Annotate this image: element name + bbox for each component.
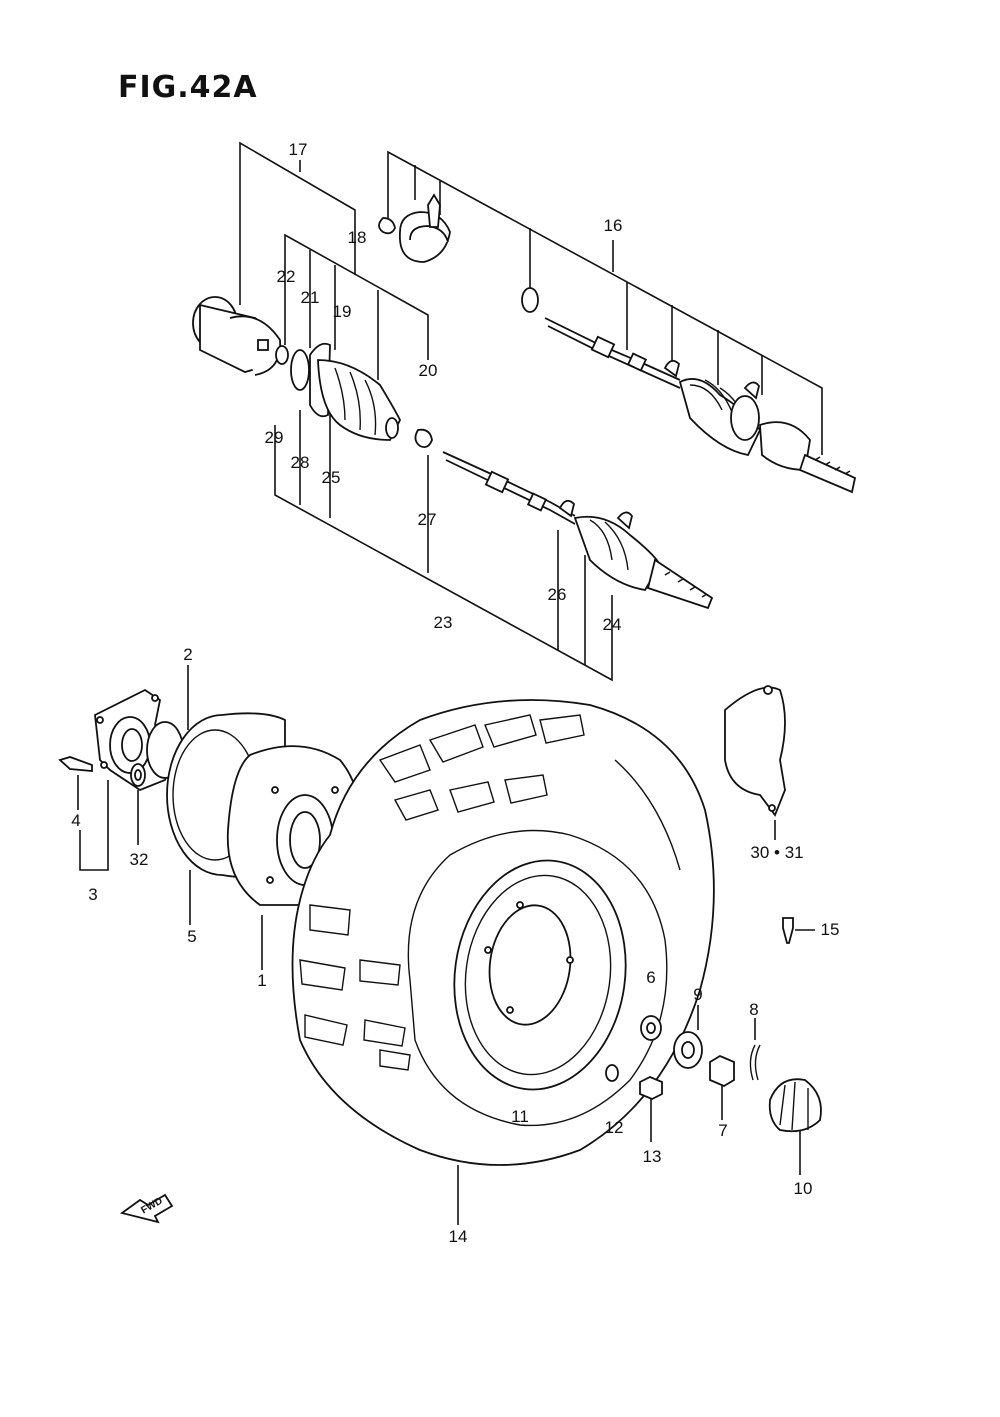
label-19: 19	[332, 302, 352, 321]
label-29: 29	[264, 428, 284, 447]
label-4: 4	[71, 811, 81, 830]
label-18: 18	[347, 228, 367, 247]
label-23: 23	[433, 613, 453, 632]
drive-shaft-lower	[192, 296, 714, 610]
label-3: 3	[88, 885, 98, 904]
label-9: 9	[693, 985, 703, 1004]
label-16: 16	[603, 216, 623, 235]
label-11: 11	[511, 1107, 529, 1126]
label-8: 8	[749, 1000, 759, 1019]
label-32: 32	[129, 850, 149, 869]
label-10: 10	[793, 1179, 813, 1198]
leader-lines	[77, 141, 823, 1225]
label-20: 20	[418, 361, 438, 380]
label-5: 5	[187, 927, 197, 946]
boot-clamps	[378, 193, 451, 263]
label-14: 14	[448, 1227, 468, 1246]
label-24: 24	[602, 615, 622, 634]
label-30-31: 30 • 31	[750, 843, 804, 862]
label-27: 27	[417, 510, 437, 529]
fwd-arrow-icon	[119, 1193, 174, 1224]
small-parts	[119, 685, 822, 1224]
label-25: 25	[321, 468, 341, 487]
label-12: 12	[604, 1118, 624, 1137]
tire-and-wheel	[291, 699, 715, 1166]
label-2: 2	[183, 645, 193, 664]
label-21: 21	[300, 288, 320, 307]
label-17: 17	[288, 140, 308, 159]
label-6: 6	[646, 968, 656, 987]
label-7: 7	[718, 1121, 728, 1140]
label-22: 22	[276, 267, 296, 286]
figure-title: FIG.42A	[118, 70, 258, 105]
label-26: 26	[547, 585, 567, 604]
label-1: 1	[257, 971, 267, 990]
label-13: 13	[642, 1147, 662, 1166]
label-15: 15	[820, 920, 840, 939]
drive-shaft-upper	[521, 287, 857, 494]
label-28: 28	[290, 453, 310, 472]
